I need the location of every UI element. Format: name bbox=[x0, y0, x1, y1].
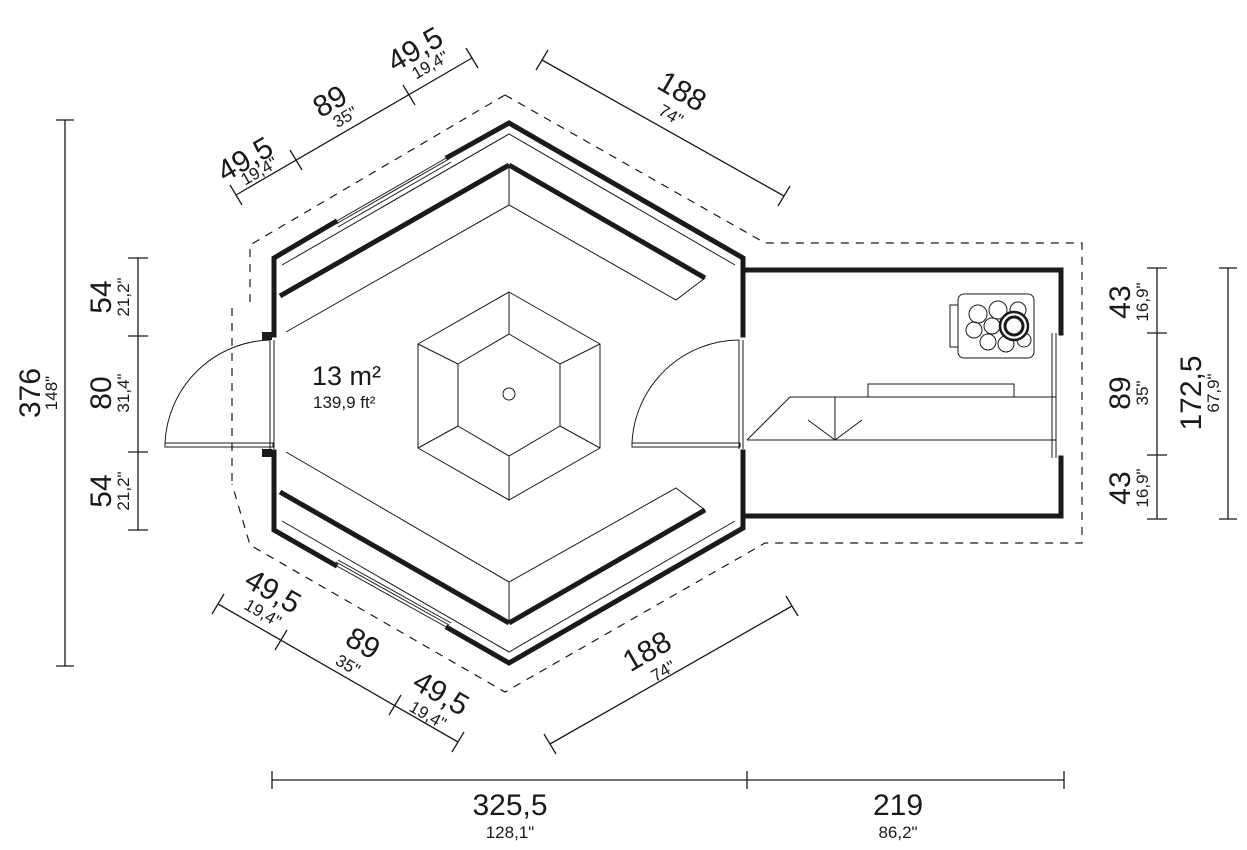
dim-bottom-left: 325,5 bbox=[472, 789, 547, 822]
dimension-bottom bbox=[271, 771, 1065, 789]
dim-right-total-sub: 67,9" bbox=[1204, 373, 1223, 412]
dim-right-top-sub: 16,9" bbox=[1133, 282, 1152, 321]
dim-right-bot: 43 bbox=[1104, 471, 1137, 504]
dim-left-top-sub: 21,2" bbox=[114, 277, 133, 316]
window-bottom-left bbox=[334, 559, 452, 629]
entry-door bbox=[164, 332, 275, 457]
stove-icon bbox=[949, 293, 1035, 359]
dim-bottom-right-sub: 86,2" bbox=[878, 823, 917, 842]
dimension-right-segments bbox=[1147, 267, 1167, 520]
roof-overhang-outline bbox=[231, 94, 1083, 693]
dim-left-mid: 80 bbox=[85, 376, 118, 409]
dim-left-bot: 54 bbox=[85, 474, 118, 507]
dim-left-top: 54 bbox=[85, 280, 118, 313]
dimension-right-total bbox=[1219, 267, 1237, 520]
dim-right-mid-sub: 35" bbox=[1133, 381, 1152, 406]
dimension-left-segments bbox=[128, 257, 148, 531]
dim-right-top: 43 bbox=[1104, 285, 1137, 318]
area-imperial: 139,9 ft² bbox=[313, 393, 376, 412]
window-top-left bbox=[334, 156, 452, 228]
dim-right-bot-sub: 16,9" bbox=[1133, 468, 1152, 507]
dim-left-bot-sub: 21,2" bbox=[114, 471, 133, 510]
dim-left-mid-sub: 31,4" bbox=[114, 373, 133, 412]
dimension-left-total bbox=[56, 119, 74, 667]
dim-right-mid: 89 bbox=[1104, 376, 1137, 409]
dim-bottom-left-sub: 128,1" bbox=[486, 823, 535, 842]
center-stove bbox=[417, 291, 601, 501]
hexagon-walls bbox=[271, 120, 746, 666]
dim-right-total: 172,5 bbox=[1175, 355, 1208, 430]
inner-door bbox=[631, 339, 744, 449]
dimension-top-right bbox=[535, 49, 791, 207]
dim-left-total: 376 bbox=[14, 368, 47, 418]
dim-left-total-sub: 148" bbox=[42, 376, 61, 410]
dim-bottom-right: 219 bbox=[873, 789, 923, 822]
benches bbox=[278, 162, 707, 626]
side-room bbox=[744, 267, 1064, 519]
dimension-bottom-right bbox=[543, 595, 799, 755]
dimension-bottom-left bbox=[211, 593, 465, 753]
dimension-top-left bbox=[229, 47, 479, 206]
area-metric: 13 m² bbox=[312, 361, 381, 391]
